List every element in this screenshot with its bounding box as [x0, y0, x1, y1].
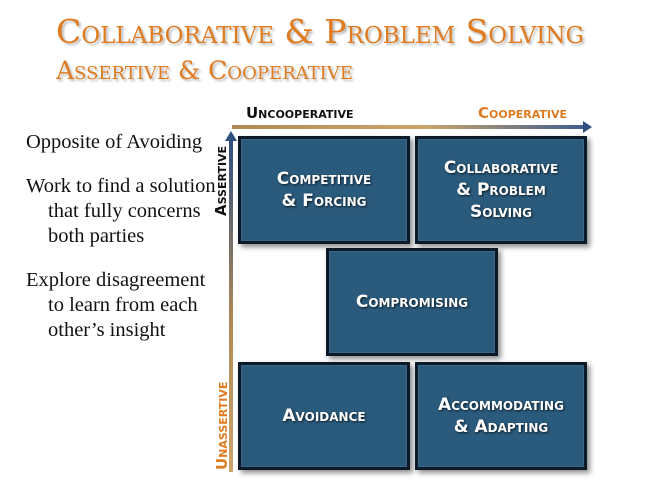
- box-label: Compromising: [355, 292, 469, 312]
- bullet-item: Opposite of Avoiding: [26, 131, 203, 153]
- box-label: Avoidance: [282, 406, 366, 426]
- bullet-list: Opposite of Avoiding Work to find a solu…: [26, 130, 226, 362]
- box-label: Accommodating & Adapting: [438, 395, 564, 437]
- box-compromising: Compromising: [326, 248, 498, 356]
- box-label: Competitive & Forcing: [276, 169, 372, 211]
- axis-label-cooperative: Cooperative: [478, 104, 568, 122]
- slide-title: Collaborative & Problem Solving: [56, 12, 584, 51]
- axis-label-assertive: Assertive: [212, 145, 230, 216]
- bullet-item: Explore disagreement to learn from each …: [26, 269, 206, 341]
- slide-subtitle: Assertive & Cooperative: [56, 56, 353, 85]
- box-collaborative-problem-solving: Collaborative & Problem Solving: [415, 136, 587, 244]
- cooperative-axis-line: [232, 125, 584, 129]
- box-label: Collaborative & Problem Solving: [443, 158, 559, 222]
- assertive-axis-line: [229, 140, 233, 472]
- axis-label-unassertive: Unassertive: [213, 381, 231, 470]
- box-accommodating-adapting: Accommodating & Adapting: [415, 362, 587, 470]
- cooperative-axis-arrowhead: [583, 121, 592, 133]
- axis-label-uncooperative: Uncooperative: [246, 104, 354, 122]
- bullet-item: Work to find a solution that fully conce…: [26, 175, 216, 247]
- box-competitive-forcing: Competitive & Forcing: [238, 136, 410, 244]
- assertive-axis-arrowhead: [225, 131, 237, 141]
- box-avoidance: Avoidance: [238, 362, 410, 470]
